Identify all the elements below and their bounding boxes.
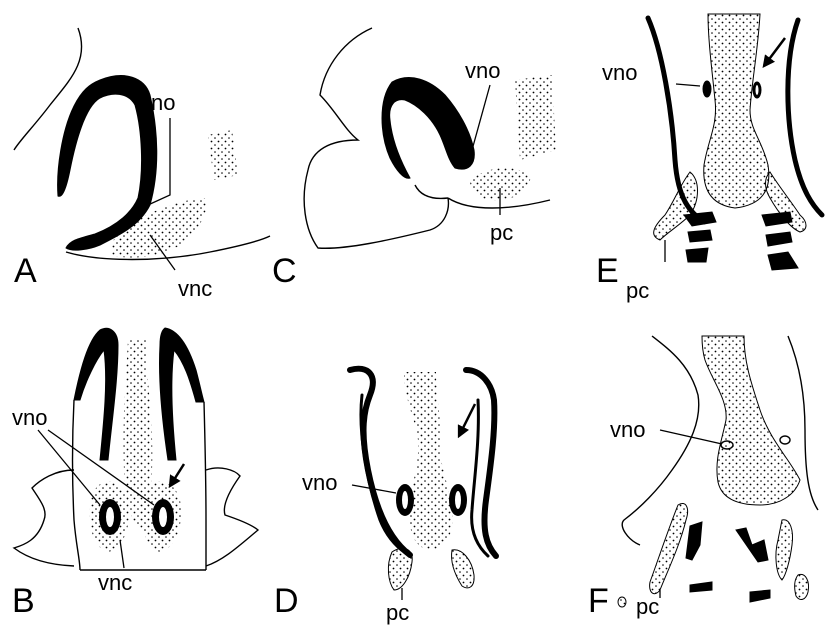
- panel-e-vno-label: vno: [602, 60, 637, 85]
- panel-b-wall-left: [74, 328, 118, 460]
- panel-f-vno-right: [780, 436, 790, 444]
- panel-c-epithelium: [382, 78, 474, 179]
- panel-f-letter: F: [588, 582, 609, 620]
- panel-b-vnc-label: vnc: [98, 570, 132, 595]
- panel-f-septum: [702, 336, 800, 505]
- panel-f: vno pc F: [588, 336, 818, 620]
- panel-a-letter: A: [14, 252, 37, 290]
- panel-d-pc-label: pc: [386, 600, 409, 625]
- panel-d: vno pc D: [274, 369, 496, 625]
- panel-f-pc-label: pc: [636, 594, 659, 619]
- panel-e-pc-left: [654, 172, 698, 240]
- panel-b-wall-right: [159, 328, 204, 460]
- panel-d-septum: [404, 372, 453, 550]
- panel-c: vno pc C: [272, 28, 556, 290]
- panel-d-vno-label: vno: [302, 470, 337, 495]
- panel-c-pc-label: pc: [490, 220, 513, 245]
- panel-b-letter: B: [12, 582, 35, 620]
- panel-e: vno pc E: [596, 14, 822, 303]
- panel-e-vno-left: [703, 81, 711, 97]
- panel-d-letter: D: [274, 582, 299, 620]
- panel-a-vno-label: vno: [140, 90, 175, 115]
- panel-c-vno-label: vno: [465, 58, 500, 83]
- panel-c-letter: C: [272, 252, 297, 290]
- panel-f-vno-label: vno: [610, 417, 645, 442]
- panel-e-letter: E: [596, 252, 619, 290]
- panel-e-pc-label: pc: [626, 278, 649, 303]
- panel-a: vno vnc A: [14, 28, 270, 301]
- panel-b: vno vnc B: [12, 328, 258, 620]
- panel-e-septum: [704, 14, 769, 208]
- panel-b-vno-label: vno: [12, 405, 47, 430]
- panel-a-vnc-label: vnc: [178, 276, 212, 301]
